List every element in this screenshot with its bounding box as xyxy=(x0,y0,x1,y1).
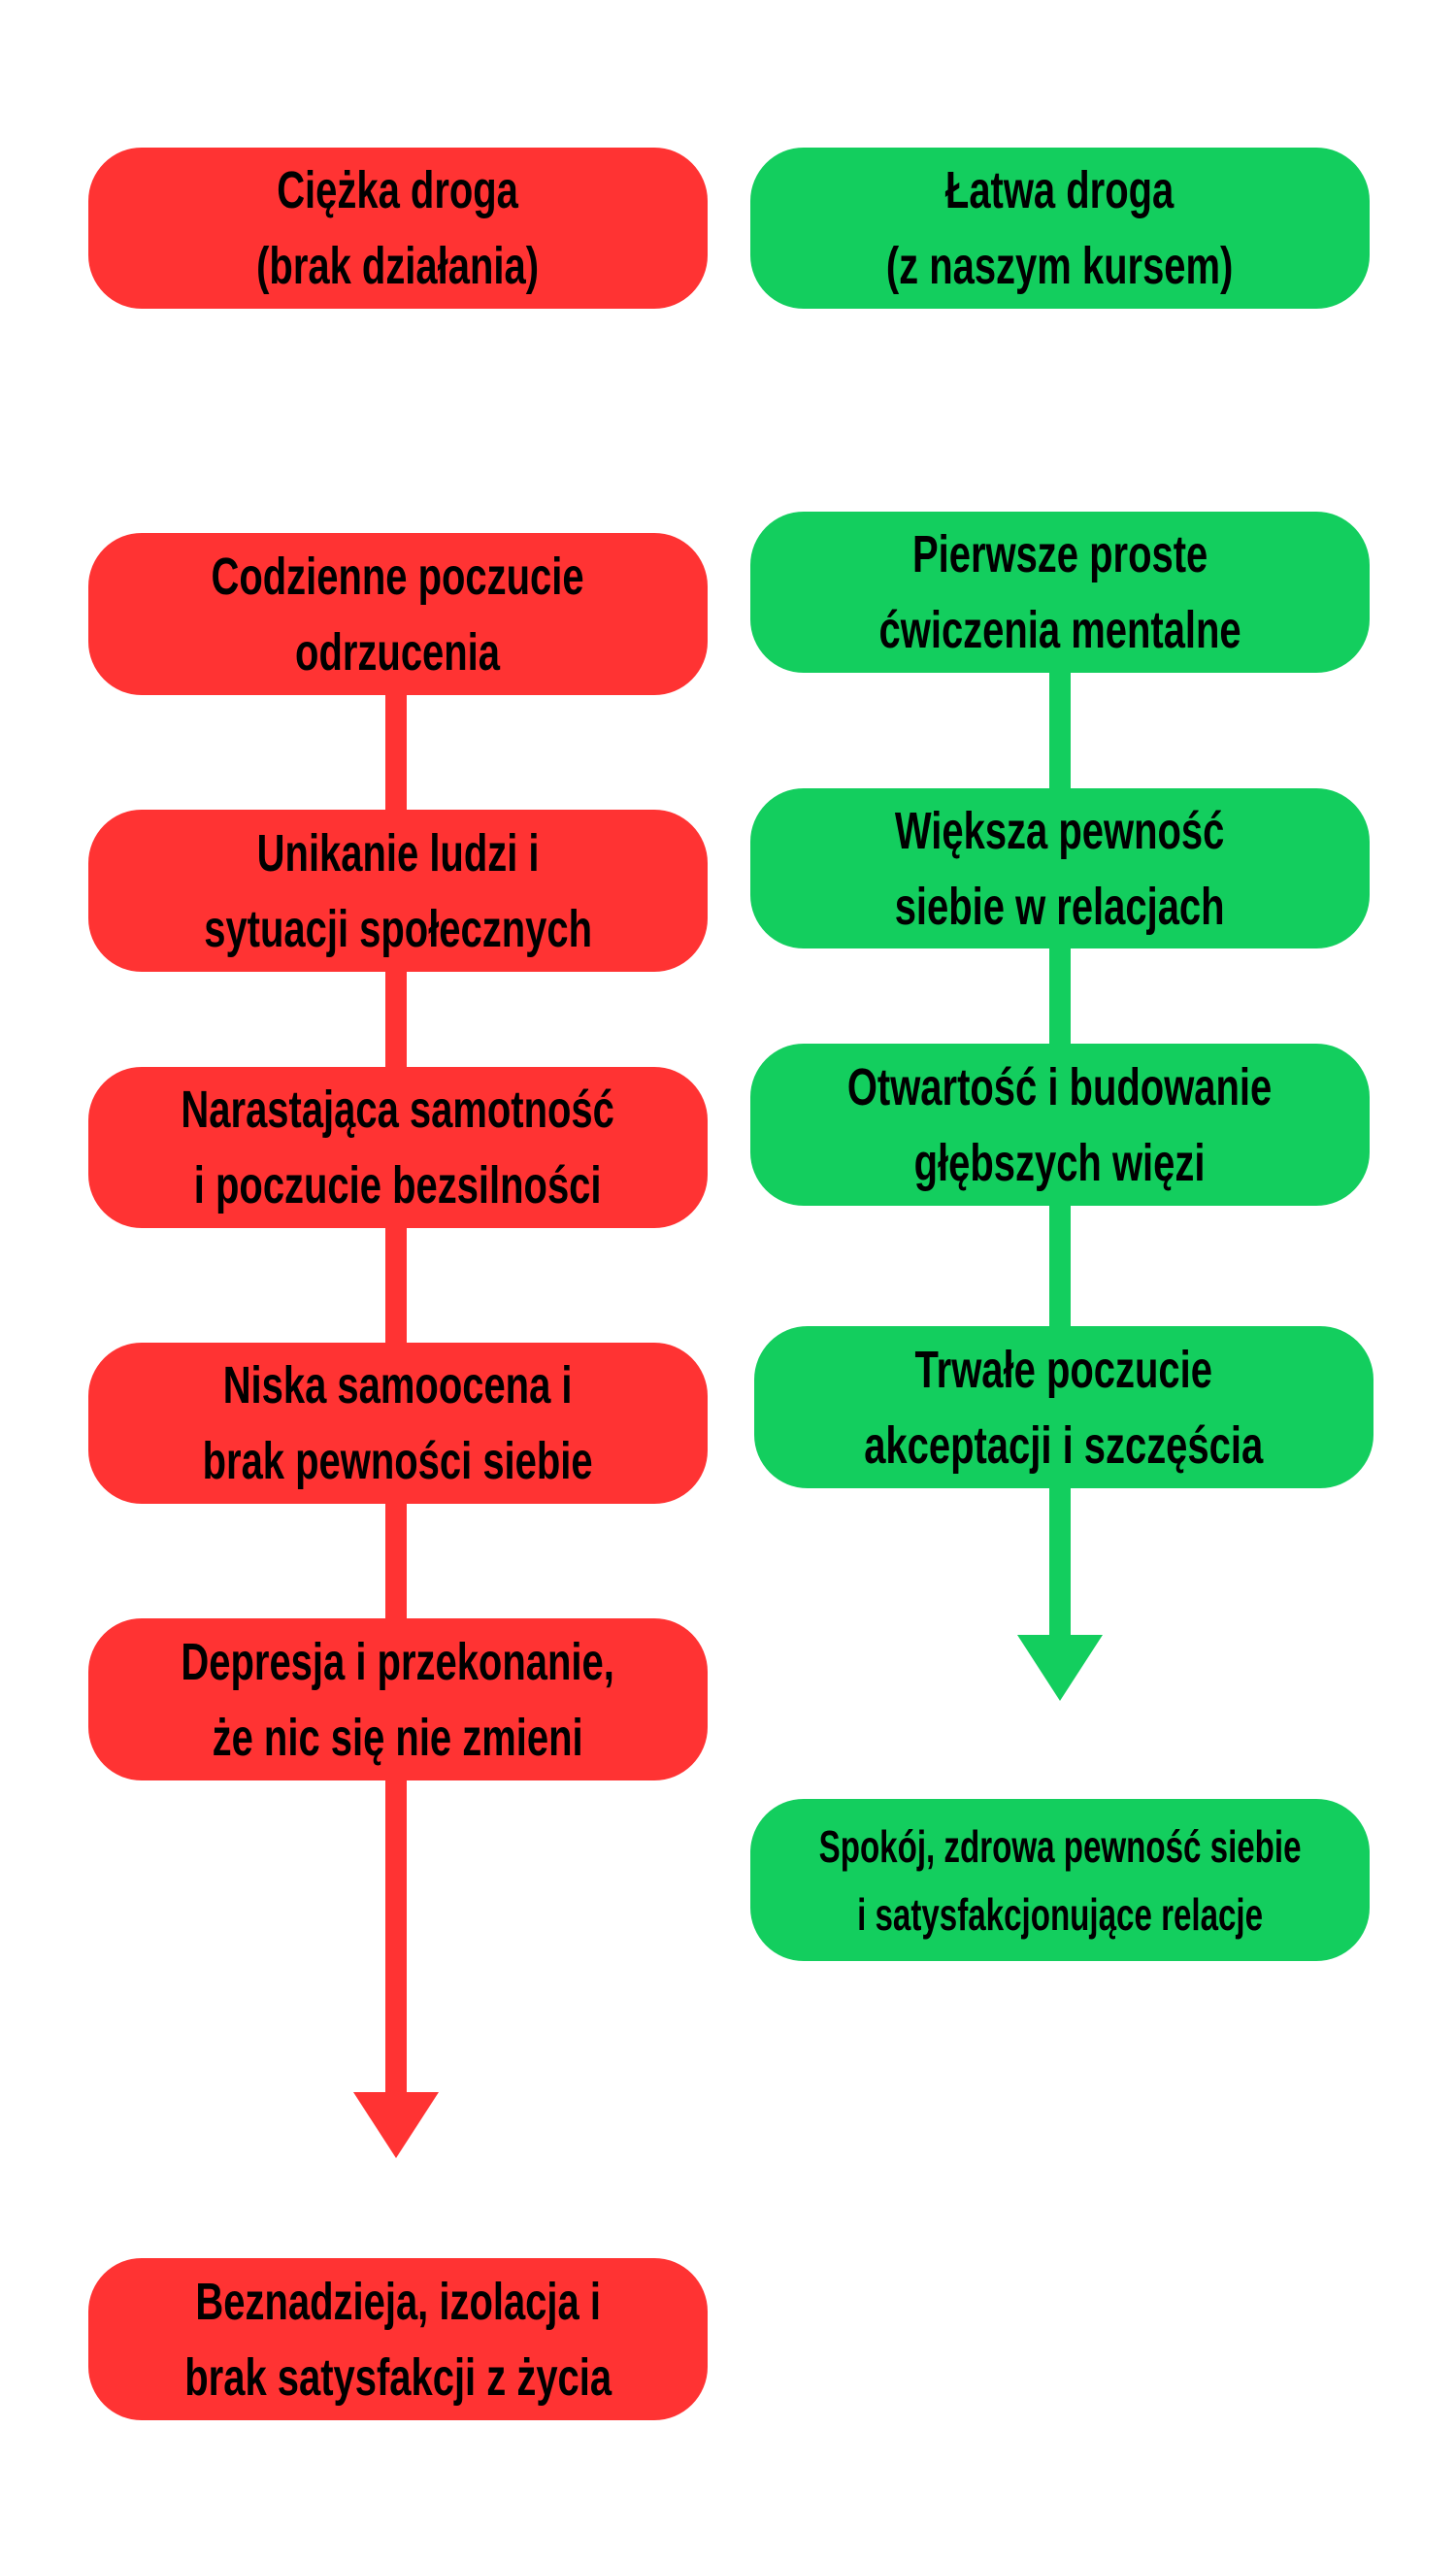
header-line: Ciężka droga xyxy=(277,161,519,219)
step-line: Niska samoocena i xyxy=(223,1356,573,1414)
outcome-line: Spokój, zdrowa pewność siebie xyxy=(818,1820,1302,1872)
easy-step-1: Pierwsze proste ćwiczenia mentalne xyxy=(750,512,1370,673)
header-line: (brak działania) xyxy=(256,237,540,295)
step-line: i poczucie bezsilności xyxy=(194,1156,602,1214)
hard-step-3: Narastająca samotność i poczucie bezsilno… xyxy=(88,1067,708,1228)
step-line: sytuacji społecznych xyxy=(204,899,592,958)
step-line: że nic się nie zmieni xyxy=(212,1708,583,1767)
step-line: akceptacji i szczęścia xyxy=(864,1415,1264,1475)
outcome-line: i satysfakcjonujące relacje xyxy=(857,1888,1263,1940)
step-line: Narastająca samotność xyxy=(181,1081,615,1139)
easy-path-outcome: Spokój, zdrowa pewność siebie i satysfakc… xyxy=(750,1799,1370,1961)
step-line: siebie w relacjach xyxy=(895,877,1225,936)
step-line: Większa pewność xyxy=(895,801,1225,860)
easy-step-4: Trwałe poczucie akceptacji i szczęścia xyxy=(754,1326,1373,1488)
header-line: (z naszym kursem) xyxy=(886,237,1234,295)
hard-path-arrowhead-icon xyxy=(353,2092,439,2158)
easy-path-header: Łatwa droga (z naszym kursem) xyxy=(750,148,1370,309)
step-line: Unikanie ludzi i xyxy=(256,823,540,882)
outcome-line: brak satysfakcji z życia xyxy=(184,2347,612,2407)
step-line: głębszych więzi xyxy=(914,1133,1206,1192)
step-line: ćwiczenia mentalne xyxy=(878,601,1241,659)
step-line: odrzucenia xyxy=(295,622,501,682)
outcome-line: Beznadzieja, izolacja i xyxy=(195,2272,601,2331)
step-line: brak pewności siebie xyxy=(203,1432,593,1490)
step-line: Depresja i przekonanie, xyxy=(181,1632,615,1691)
easy-path-arrowhead-icon xyxy=(1017,1635,1103,1701)
hard-step-4: Niska samoocena i brak pewności siebie xyxy=(88,1343,708,1504)
header-line: Łatwa droga xyxy=(945,161,1175,219)
step-line: Codzienne poczucie xyxy=(211,547,585,606)
hard-path-outcome: Beznadzieja, izolacja i brak satysfakcji … xyxy=(88,2258,708,2420)
hard-path-header: Ciężka droga (brak działania) xyxy=(88,148,708,309)
hard-step-5: Depresja i przekonanie, że nic się nie zm… xyxy=(88,1618,708,1780)
step-line: Pierwsze proste xyxy=(911,525,1208,583)
step-line: Otwartość i budowanie xyxy=(847,1057,1273,1116)
hard-step-1: Codzienne poczucie odrzucenia xyxy=(88,533,708,695)
easy-step-3: Otwartość i budowanie głębszych więzi xyxy=(750,1044,1370,1206)
easy-step-2: Większa pewność siebie w relacjach xyxy=(750,788,1370,948)
step-line: Trwałe poczucie xyxy=(914,1340,1213,1399)
hard-step-2: Unikanie ludzi i sytuacji społecznych xyxy=(88,810,708,972)
